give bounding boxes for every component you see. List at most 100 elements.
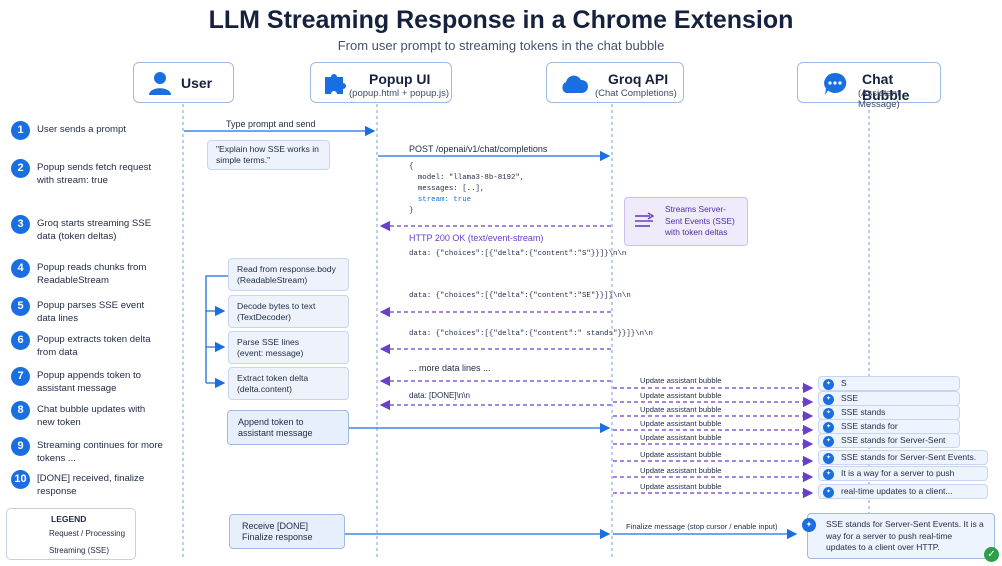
bubble-update: ✦ SSE stands xyxy=(818,405,960,420)
actor-popup-name: Popup UI xyxy=(369,71,431,87)
bubble-update: ✦ SSE stands for Server-Sent xyxy=(818,433,960,448)
step-number: 4 xyxy=(11,259,30,278)
label-finalize: Finalize message (stop cursor / enable i… xyxy=(626,522,778,531)
legend-request: Request / Processing xyxy=(49,529,126,538)
step-text: Popup appends token to assistant message xyxy=(37,370,142,394)
box-line: (event: message) xyxy=(237,348,304,358)
label-type-prompt: Type prompt and send xyxy=(226,119,316,129)
actor-chat-bubble: Chat Bubble (Assistant Message) xyxy=(797,62,941,110)
bubble-text: It is a way for a server to push xyxy=(841,468,955,478)
receive-done-box: Receive [DONE] Finalize response xyxy=(229,514,345,549)
label-post: POST /openai/v1/chat/completions xyxy=(409,144,548,154)
legend-title: LEGEND xyxy=(51,514,87,524)
box-line: (delta.content) xyxy=(237,384,292,394)
label-update-bubble: Update assistant bubble xyxy=(640,450,722,459)
step-text: Streaming continues for more tokens ... xyxy=(37,440,163,464)
data-line-s: data: {"choices":[{"delta":{"content":"S… xyxy=(409,250,627,258)
diagram-title: LLM Streaming Response in a Chrome Exten… xyxy=(208,6,794,34)
bubble-text: SSE stands xyxy=(841,407,886,417)
bubble-update: ✦ real-time updates to a client... xyxy=(818,484,988,499)
chat-icon xyxy=(824,72,847,95)
box-line: Receive [DONE] xyxy=(242,521,309,531)
step-text: Popup parses SSE event data lines xyxy=(37,300,145,324)
label-more-lines: ... more data lines ... xyxy=(409,363,491,373)
actor-groq: Groq API (Chat Completions) xyxy=(546,62,684,103)
label-update-bubble: Update assistant bubble xyxy=(640,419,722,428)
stream-icon xyxy=(635,212,654,227)
box-line: (ReadableStream) xyxy=(237,275,308,285)
bubble-text: SSE stands for xyxy=(841,421,898,431)
cloud-icon xyxy=(562,75,588,93)
label-update-bubble: Update assistant bubble xyxy=(640,433,722,442)
bubble-text: SSE xyxy=(841,393,859,403)
step-number: 10 xyxy=(11,470,30,489)
json-line: } xyxy=(409,207,414,215)
sparkle-icon: ✦ xyxy=(823,469,834,480)
actor-bubble-sub: (Assistant Message) xyxy=(858,88,900,110)
sparkle-icon: ✦ xyxy=(823,436,834,447)
box-line: (TextDecoder) xyxy=(237,312,291,322)
data-line-stands: data: {"choices":[{"delta":{"content":" … xyxy=(409,330,653,338)
box-line: Extract token delta xyxy=(237,373,309,383)
data-line-se: data: {"choices":[{"delta":{"content":"S… xyxy=(409,292,631,300)
user-icon xyxy=(149,72,171,95)
bubble-text: SSE stands for Server-Sent Events. xyxy=(841,452,977,462)
final-bubble-text: SSE stands for Server-Sent Events. It is… xyxy=(826,519,984,552)
sse-note: Streams Server-Sent Events (SSE) with to… xyxy=(624,197,748,246)
box-line: Decode bytes to text xyxy=(237,301,316,311)
legend-streaming: Streaming (SSE) xyxy=(49,546,110,555)
bubble-update: ✦ It is a way for a server to push xyxy=(818,466,988,481)
step-text: User sends a prompt xyxy=(37,124,127,135)
actor-user: User xyxy=(133,62,234,103)
sparkle-icon: ✦ xyxy=(823,422,834,433)
step-text: Chat bubble updates with new token xyxy=(37,404,146,428)
sparkle-icon: ✦ xyxy=(823,379,834,390)
bubble-text: S xyxy=(841,378,847,388)
label-update-bubble: Update assistant bubble xyxy=(640,391,722,400)
sparkle-icon: ✦ xyxy=(802,518,816,532)
decode-box: Decode bytes to text (TextDecoder) xyxy=(228,295,349,328)
diagram-subtitle: From user prompt to streaming tokens in … xyxy=(337,38,665,53)
json-line: stream: true xyxy=(409,196,472,204)
step-number: 5 xyxy=(11,297,30,316)
step-text: [DONE] received, finalize response xyxy=(37,473,145,497)
step-number: 6 xyxy=(11,331,30,350)
box-line: Parse SSE lines xyxy=(237,337,300,347)
sparkle-icon: ✦ xyxy=(823,453,834,464)
bubble-text: real-time updates to a client... xyxy=(841,486,953,496)
json-line: { xyxy=(409,163,414,171)
step-number: 1 xyxy=(11,121,30,140)
read-stream-box: Read from response.body (ReadableStream) xyxy=(228,258,349,291)
extract-box: Extract token delta (delta.content) xyxy=(228,367,349,400)
data-line-done: data: [DONE]\n\n xyxy=(409,391,470,400)
actor-groq-sub: (Chat Completions) xyxy=(595,88,677,99)
sparkle-icon: ✦ xyxy=(823,408,834,419)
actor-groq-name: Groq API xyxy=(608,71,669,87)
actor-popup: Popup UI (popup.html + popup.js) xyxy=(310,62,452,103)
step-text: Popup sends fetch request with stream: t… xyxy=(37,162,152,186)
sparkle-icon: ✦ xyxy=(823,394,834,405)
append-box: Append token to assistant message xyxy=(227,410,349,445)
box-line: Read from response.body xyxy=(237,264,336,274)
json-line: model: "llama3-8b-8192", xyxy=(409,174,525,182)
step-number: 3 xyxy=(11,215,30,234)
step-text: Groq starts streaming SSE data (token de… xyxy=(37,218,152,242)
actor-popup-sub: (popup.html + popup.js) xyxy=(349,88,450,99)
bubble-update: ✦ SSE xyxy=(818,391,960,406)
label-update-bubble: Update assistant bubble xyxy=(640,482,722,491)
bubble-update: ✦ SSE stands for xyxy=(818,419,960,434)
json-line: messages: [..], xyxy=(409,185,485,193)
process-bracket xyxy=(205,275,228,383)
label-http-ok: HTTP 200 OK (text/event-stream) xyxy=(409,233,544,243)
step-number: 2 xyxy=(11,159,30,178)
puzzle-icon xyxy=(325,74,346,94)
step-text: Popup extracts token delta from data xyxy=(37,334,151,358)
step-number: 8 xyxy=(11,401,30,420)
bubble-update: ✦ SSE stands for Server-Sent Events. xyxy=(818,450,988,465)
sparkle-icon: ✦ xyxy=(823,487,834,498)
bubble-text: SSE stands for Server-Sent xyxy=(841,435,946,445)
legend: LEGEND Request / Processing Streaming (S… xyxy=(6,508,136,560)
parse-box: Parse SSE lines (event: message) xyxy=(228,331,349,364)
